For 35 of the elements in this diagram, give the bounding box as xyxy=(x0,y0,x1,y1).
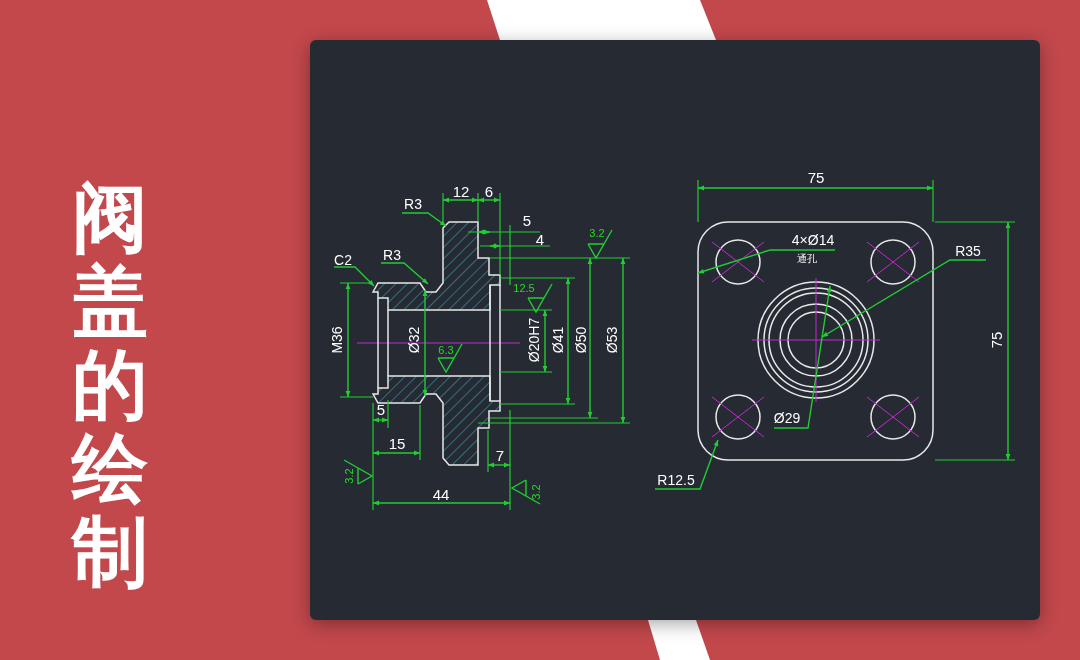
dimension-text: 4×Ø14 xyxy=(791,233,835,247)
title: 阀盖的绘制 xyxy=(72,176,148,594)
dimension-text: C2 xyxy=(334,253,352,267)
roughness-value: 12.5 xyxy=(513,282,535,294)
roughness-value: 3.2 xyxy=(343,468,355,484)
dimension-text: R3 xyxy=(404,197,422,211)
dimension-text: R12.5 xyxy=(657,473,695,487)
leader-line xyxy=(380,262,429,285)
leader-line xyxy=(697,249,836,274)
roughness-value: 3.2 xyxy=(530,484,542,500)
dimension-text: 5 xyxy=(522,212,532,228)
roughness-value: 6.3 xyxy=(438,344,454,356)
leader-line xyxy=(773,285,832,429)
dimension-text: 4 xyxy=(535,231,545,247)
dimension-text: 5 xyxy=(376,401,386,417)
dimension-text: 15 xyxy=(388,435,406,451)
roughness-value: 3.2 xyxy=(589,227,605,239)
leader-line xyxy=(654,439,719,490)
dimension-text: Ø41 xyxy=(551,326,565,354)
dimension-text: M36 xyxy=(330,326,344,354)
dimension-text: Ø29 xyxy=(773,411,801,425)
dimension-text: 12 xyxy=(452,183,470,199)
leader-line xyxy=(333,266,375,287)
dimension-text: Ø32 xyxy=(407,326,421,354)
dimension-text: 75 xyxy=(807,169,825,185)
leader-line xyxy=(401,212,447,227)
dimension-text: 7 xyxy=(495,447,505,463)
dimension-text: Ø50 xyxy=(574,326,588,354)
note-text: 通孔 xyxy=(797,254,817,264)
dimension-text: 44 xyxy=(432,486,450,502)
dimension-text: R35 xyxy=(955,244,981,258)
dimension-text: 6 xyxy=(484,183,494,199)
leader-line xyxy=(821,259,987,338)
dimension-text: Ø53 xyxy=(605,326,619,354)
dimension-text: 75 xyxy=(988,331,1004,349)
